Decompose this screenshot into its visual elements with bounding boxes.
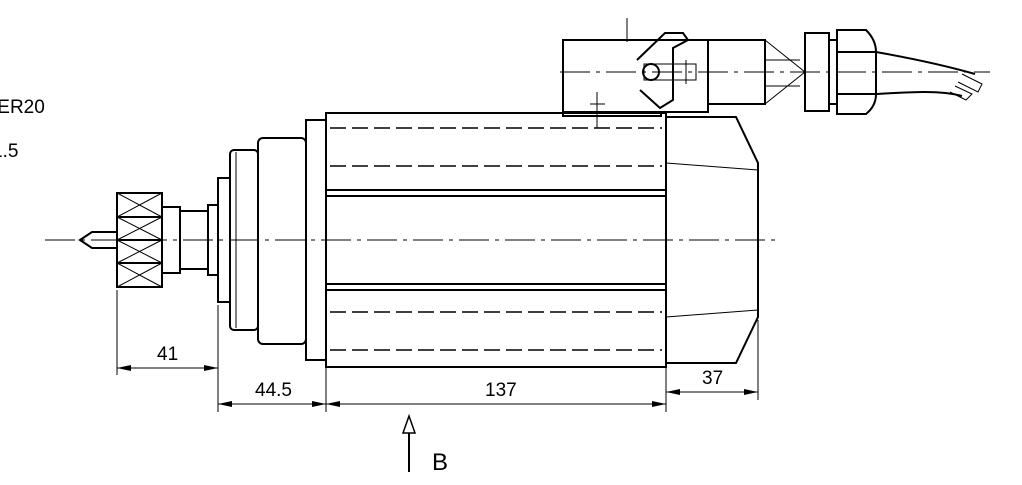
rear-end-cap [665, 116, 759, 364]
dimension-137: 137 [485, 380, 517, 401]
view-arrow [401, 413, 417, 472]
view-label: B [432, 449, 448, 476]
dimension-line-137 [326, 401, 666, 407]
dimension-41: 41 [157, 344, 178, 365]
motor-body [325, 112, 667, 368]
collet-nut [116, 192, 163, 288]
dimension-line-41 [117, 365, 218, 371]
dimension-line-37 [666, 389, 758, 395]
tool-tip [78, 231, 117, 249]
spindle-shaft [161, 177, 231, 303]
connector-assembly [560, 18, 990, 128]
dimension-line-44-5 [218, 401, 326, 407]
extension-lines [116, 290, 759, 412]
dimension-37: 37 [702, 368, 723, 389]
secondary-note: 1.5 [0, 141, 18, 162]
collet-note: :ER20 [0, 97, 45, 118]
dimension-44-5: 44.5 [255, 380, 292, 401]
